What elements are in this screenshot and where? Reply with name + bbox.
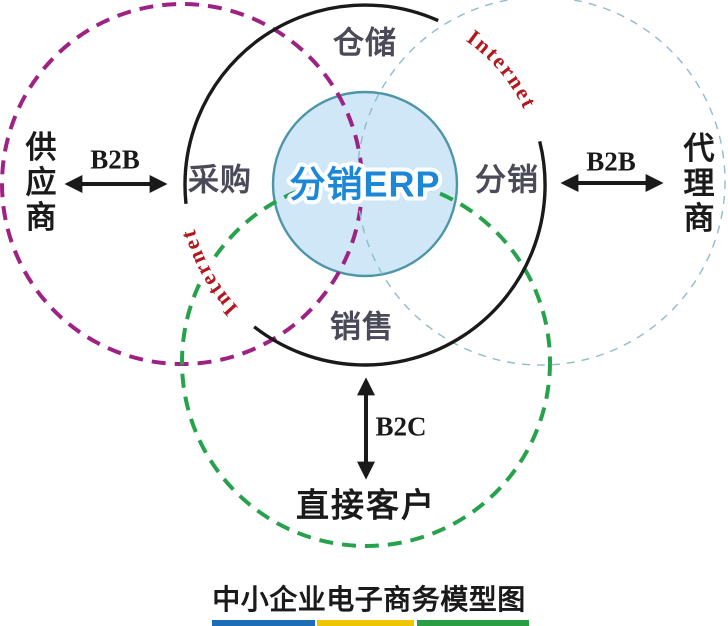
erp-core-circle (271, 90, 459, 278)
erp-core-label: 分销ERP (289, 164, 440, 205)
internet-label-lower-left: Internet (171, 222, 244, 324)
main-process-ring-arc-right-bottom (253, 140, 547, 367)
customer-ring (180, 176, 552, 548)
internet-label-top-right: Internet (459, 21, 544, 117)
agent-ring (356, 0, 726, 366)
title-underline-yellow (317, 620, 414, 626)
svg-text:Internet: Internet (175, 226, 243, 321)
title-underline-blue (212, 620, 315, 626)
svg-text:Internet: Internet (463, 24, 543, 113)
title-underline-green (417, 620, 529, 626)
main-process-ring-arc-left-top (183, 3, 439, 204)
